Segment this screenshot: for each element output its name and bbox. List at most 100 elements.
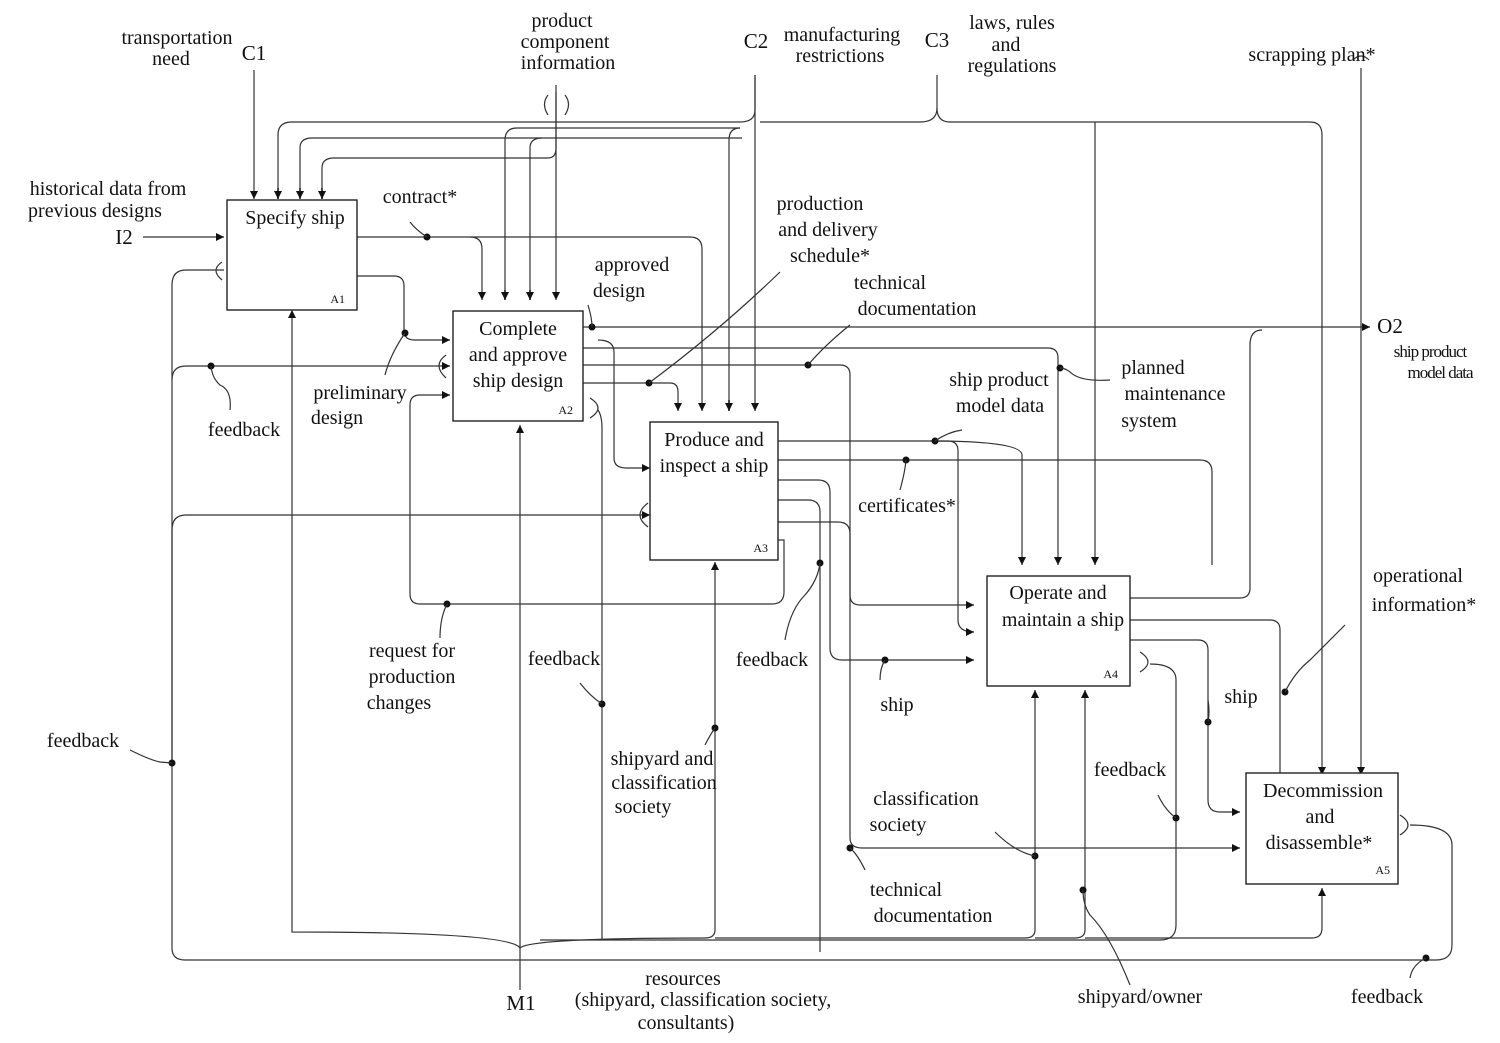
svg-text:technical: technical [870,879,943,901]
svg-text:planned: planned [1121,357,1184,379]
box-a5: Decommission and disassemble* A5 [1245,772,1399,885]
label-resources: resources (shipyard, classification soci… [575,968,831,1034]
box-a4-line-1: Operate and [1009,582,1106,604]
svg-text:documentation: documentation [874,905,993,927]
box-a3-line-2: inspect a ship [660,455,769,477]
label-classification-society: classification society [870,788,979,836]
svg-text:ship product: ship product [1394,342,1468,361]
label-contract: contract* [383,186,457,208]
svg-text:regulations: regulations [968,55,1057,77]
svg-text:preliminary: preliminary [313,382,406,404]
box-a4-id: A4 [1103,667,1118,681]
box-a4: Operate and maintain a ship A4 [986,575,1131,687]
tunnel-marks [215,55,1409,836]
svg-text:documentation: documentation [858,298,977,320]
leader-lines [129,221,1427,986]
svg-text:design: design [311,407,363,429]
box-a5-line-1: Decommission [1263,780,1383,802]
box-a2-line-2: and approve [469,344,567,366]
label-certificates: certificates* [858,495,956,517]
label-shipyard-owner: shipyard/owner [1078,986,1203,1008]
svg-text:production: production [777,193,864,215]
svg-text:system: system [1121,410,1177,432]
svg-text:restrictions: restrictions [796,45,885,67]
label-production-schedule: production and delivery schedule* [777,193,878,267]
box-a5-id: A5 [1375,863,1390,877]
box-a3-id: A3 [753,541,768,555]
icom-c2: C2 [744,29,769,53]
svg-text:classification: classification [873,788,979,810]
label-feedback-a2: feedback [208,419,280,441]
svg-text:changes: changes [367,692,432,714]
label-feedback-a4: feedback [1094,759,1166,781]
label-laws-rules-regulations: laws, rules and regulations [968,12,1057,77]
svg-text:consultants): consultants) [638,1012,735,1034]
label-feedback-a3: feedback [736,649,808,671]
svg-text:model data: model data [956,395,1044,417]
label-feedback-left: feedback [47,730,119,752]
svg-text:production: production [369,666,456,688]
svg-text:manufacturing: manufacturing [784,24,901,46]
label-feedback-mid: feedback [528,648,600,670]
svg-text:component: component [521,31,610,53]
svg-text:information*: information* [1372,594,1476,616]
svg-text:operational: operational [1373,565,1463,587]
box-a1: Specify ship A1 [226,199,358,311]
svg-text:ship product: ship product [949,369,1049,391]
svg-text:approved: approved [595,254,669,276]
box-a2: Complete and approve ship design A2 [452,310,584,422]
icom-m1: M1 [506,991,535,1015]
svg-text:society: society [615,796,672,818]
svg-text:historical data from: historical data from [30,178,187,200]
label-historical-data: historical data from previous designs [28,178,187,222]
svg-text:maintenance: maintenance [1124,383,1225,405]
label-product-component-information: product component information [521,10,616,74]
label-feedback-a5: feedback [1351,986,1423,1008]
svg-text:schedule*: schedule* [790,245,870,267]
svg-text:previous designs: previous designs [28,200,162,222]
svg-text:(shipyard, classification soci: (shipyard, classification society, [575,989,831,1011]
arrow-lines [143,68,1453,990]
svg-text:and delivery: and delivery [778,219,877,241]
box-a1-id: A1 [330,292,345,306]
svg-text:model data: model data [1407,363,1474,382]
svg-text:need: need [152,48,190,70]
svg-text:request for: request for [369,640,455,662]
label-ship-a4: ship [880,694,913,716]
svg-text:design: design [593,280,645,302]
label-scrapping-plan: scrapping plan* [1248,44,1375,66]
box-a5-line-2: and [1306,806,1335,828]
label-ship-a5: ship [1224,686,1257,708]
label-manufacturing-restrictions: manufacturing restrictions [784,24,901,67]
label-preliminary-design: preliminary design [311,382,407,429]
label-transportation-need: transportation need [121,27,232,70]
svg-text:technical: technical [854,272,927,294]
label-ship-product-model-data-mid: ship product model data [949,369,1049,417]
icom-c1: C1 [242,41,267,65]
icom-c3: C3 [925,28,950,52]
box-a2-id: A2 [558,403,573,417]
label-approved-design: approved design [593,254,669,302]
label-shipyard-classification: shipyard and classification society [611,748,717,818]
box-a3-line-1: Produce and [664,429,763,451]
icom-o2: O2 [1377,314,1403,338]
svg-text:shipyard and: shipyard and [611,748,714,770]
svg-text:and: and [992,34,1021,56]
label-technical-documentation-bottom: technical documentation [870,879,993,927]
label-planned-maintenance: planned maintenance system [1121,357,1225,432]
box-a5-line-3: disassemble* [1266,832,1373,854]
label-request-changes: request for production changes [367,640,456,714]
box-a4-line-2: maintain a ship [1002,609,1124,631]
box-a3: Produce and inspect a ship A3 [649,421,779,561]
box-a2-line-1: Complete [479,318,557,340]
svg-text:laws, rules: laws, rules [969,12,1055,34]
box-a1-line-1: Specify ship [245,207,344,229]
label-technical-documentation-top: technical documentation [854,272,977,320]
label-operational-information: operational information* [1372,565,1476,616]
svg-text:transportation: transportation [121,27,232,49]
svg-text:resources: resources [645,968,721,990]
svg-text:classification: classification [611,772,717,794]
icom-i2: I2 [115,225,133,249]
svg-text:society: society [870,814,927,836]
